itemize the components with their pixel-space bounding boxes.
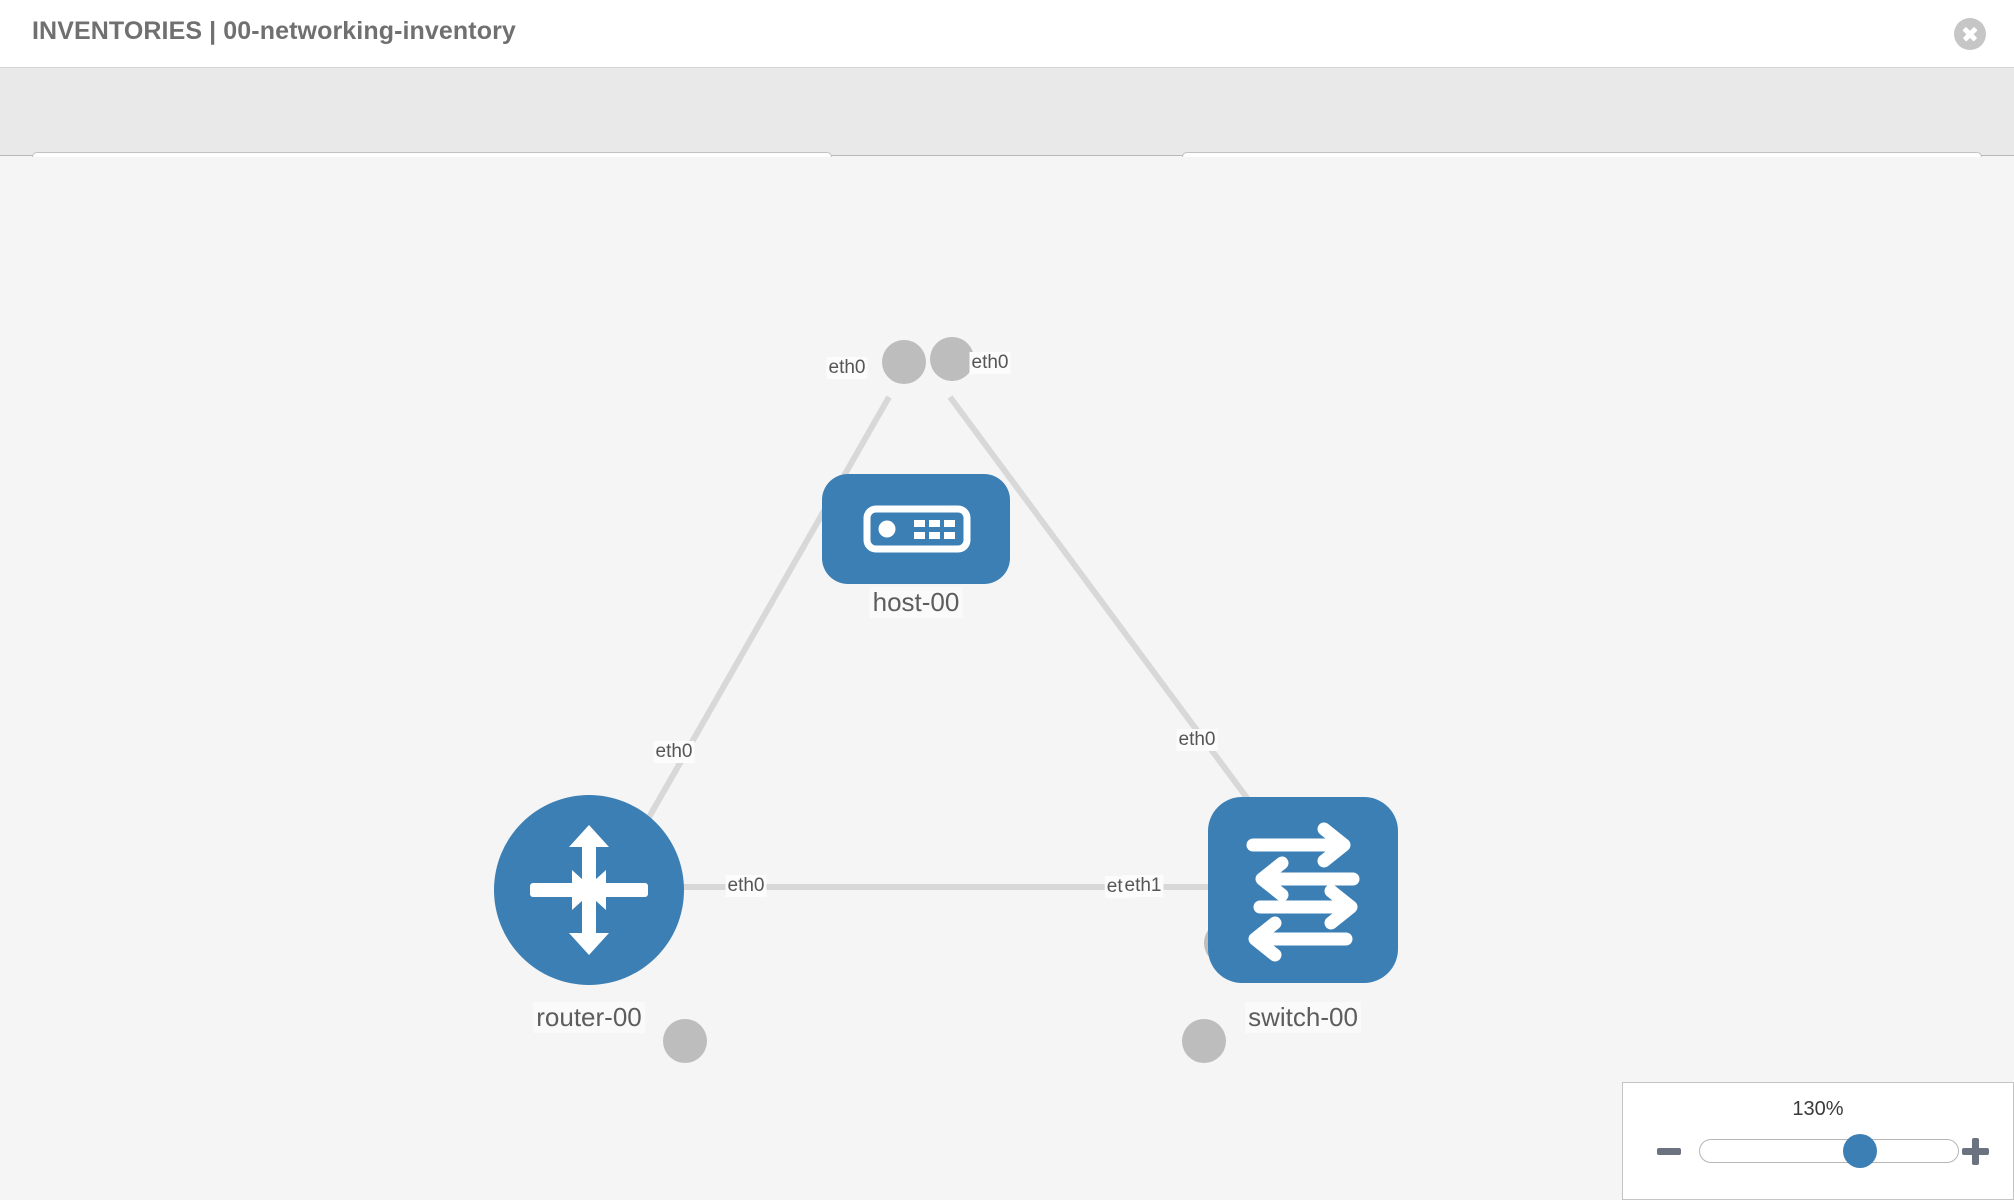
zoom-level-value: 130% [1792,1098,1844,1120]
edge-label-switch-up: eth0 [1176,729,1218,751]
edge-label-switch-left: eth1 [1122,875,1164,897]
edge-label-host-left: eth0 [826,357,868,379]
topology-graph: host-00 [0,157,2014,1200]
port-router-right[interactable] [663,1019,707,1063]
zoom-control-panel: 130% [1622,1082,2014,1200]
page-header: INVENTORIES | 00-networking-inventory [0,0,2014,68]
topology-edges [645,395,1253,890]
node-label-host-00: host-00 [869,587,963,618]
page-title: INVENTORIES | 00-networking-inventory [32,17,516,45]
node-label-switch-00: switch-00 [1245,1002,1361,1033]
topology-canvas[interactable]: host-00 [0,157,2014,1200]
minus-icon[interactable] [1655,1137,1683,1165]
server-appliance-icon [822,474,1010,584]
node-router-00[interactable] [494,795,684,985]
port-switch-left[interactable] [1182,1019,1226,1063]
close-icon[interactable] [1954,18,1986,50]
node-switch-00[interactable] [1208,797,1398,983]
port-host-left[interactable] [882,340,926,384]
port-host-right[interactable] [930,337,974,381]
edge-label-host-right: eth0 [969,352,1011,374]
edge-label-router-right: eth0 [725,875,767,897]
zoom-slider[interactable] [1699,1134,1959,1168]
node-host-00[interactable] [822,474,1010,584]
toolbar: ACTIONS SEARCH [0,68,2014,208]
node-label-router-00: router-00 [533,1002,645,1033]
edge-label-router-up: eth0 [653,741,695,763]
plus-icon[interactable] [1961,1137,1989,1165]
zoom-slider-thumb[interactable] [1842,1134,1877,1168]
router-four-arrows-icon [494,795,684,985]
switch-two-way-arrows-icon [1208,797,1398,983]
